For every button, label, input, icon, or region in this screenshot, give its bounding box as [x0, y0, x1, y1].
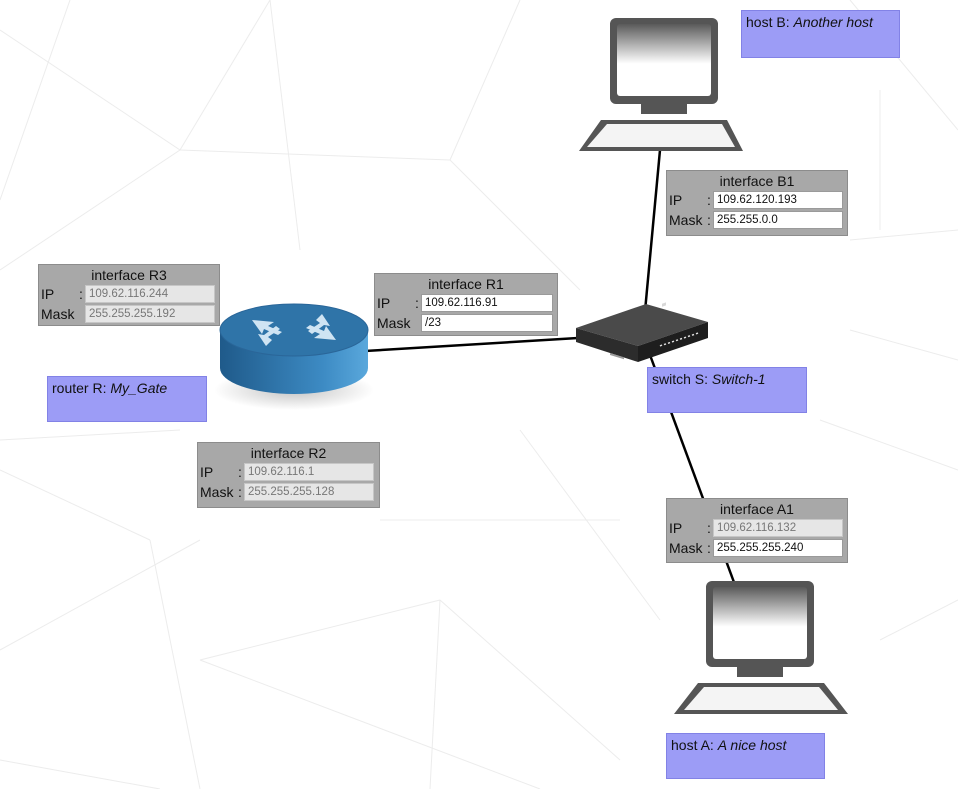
host-a-computer-icon[interactable]	[672, 580, 850, 716]
mask-label: Mask	[377, 315, 411, 331]
interface-r2-ip-input[interactable]	[244, 463, 374, 481]
mask-label: Mask	[200, 484, 234, 500]
device-name: A nice host	[717, 737, 787, 753]
ip-label: IP	[377, 295, 391, 311]
switch-label[interactable]: switch S: Switch-1	[647, 367, 807, 413]
interface-r3-panel: interface R3 IP : Mask	[38, 264, 220, 326]
host-b-label[interactable]: host B: Another host	[741, 10, 900, 58]
mask-label: Mask	[669, 212, 703, 228]
ip-label: IP	[200, 464, 214, 480]
device-type: router R:	[52, 380, 107, 396]
interface-title: interface B1	[719, 173, 795, 189]
interface-title: interface R2	[250, 445, 327, 461]
device-type: switch S:	[652, 371, 709, 387]
ip-label: IP	[41, 286, 55, 302]
interface-b1-panel: interface B1 IP : Mask :	[666, 170, 848, 236]
device-type: host B:	[746, 14, 790, 30]
interface-a1-ip-input[interactable]	[713, 519, 843, 537]
ip-label: IP	[669, 520, 683, 536]
device-type: host A:	[671, 737, 714, 753]
mask-label: Mask	[669, 540, 703, 556]
host-a-label[interactable]: host A: A nice host	[666, 733, 825, 779]
interface-a1-mask-input[interactable]	[713, 539, 843, 557]
device-name: My_Gate	[110, 380, 168, 396]
interface-a1-panel: interface A1 IP : Mask :	[666, 498, 848, 563]
interface-r2-panel: interface R2 IP : Mask :	[197, 442, 380, 508]
device-name: Another host	[793, 14, 873, 30]
router-icon[interactable]	[212, 290, 376, 416]
link-switch-host-b	[642, 149, 662, 323]
interface-r2-mask-input[interactable]	[244, 483, 374, 501]
mask-label: Mask	[41, 306, 75, 322]
interface-r3-ip-input[interactable]	[85, 285, 215, 303]
interface-b1-mask-input[interactable]	[713, 211, 843, 229]
interface-title: interface R1	[428, 276, 504, 292]
link-router-switch	[364, 336, 579, 353]
interface-r1-panel: interface R1 IP : Mask	[374, 273, 558, 336]
interface-r3-mask-input[interactable]	[85, 305, 215, 323]
router-label[interactable]: router R: My_Gate	[47, 376, 207, 422]
interface-title: interface A1	[720, 501, 794, 517]
device-name: Switch-1	[711, 371, 766, 387]
ip-label: IP	[669, 192, 683, 208]
interface-r1-ip-input[interactable]	[421, 294, 553, 312]
host-b-computer-icon[interactable]	[577, 16, 745, 154]
switch-icon[interactable]	[574, 300, 710, 366]
interface-b1-ip-input[interactable]	[713, 191, 843, 209]
interface-r1-mask-input[interactable]	[421, 314, 553, 332]
interface-title: interface R3	[91, 267, 167, 283]
